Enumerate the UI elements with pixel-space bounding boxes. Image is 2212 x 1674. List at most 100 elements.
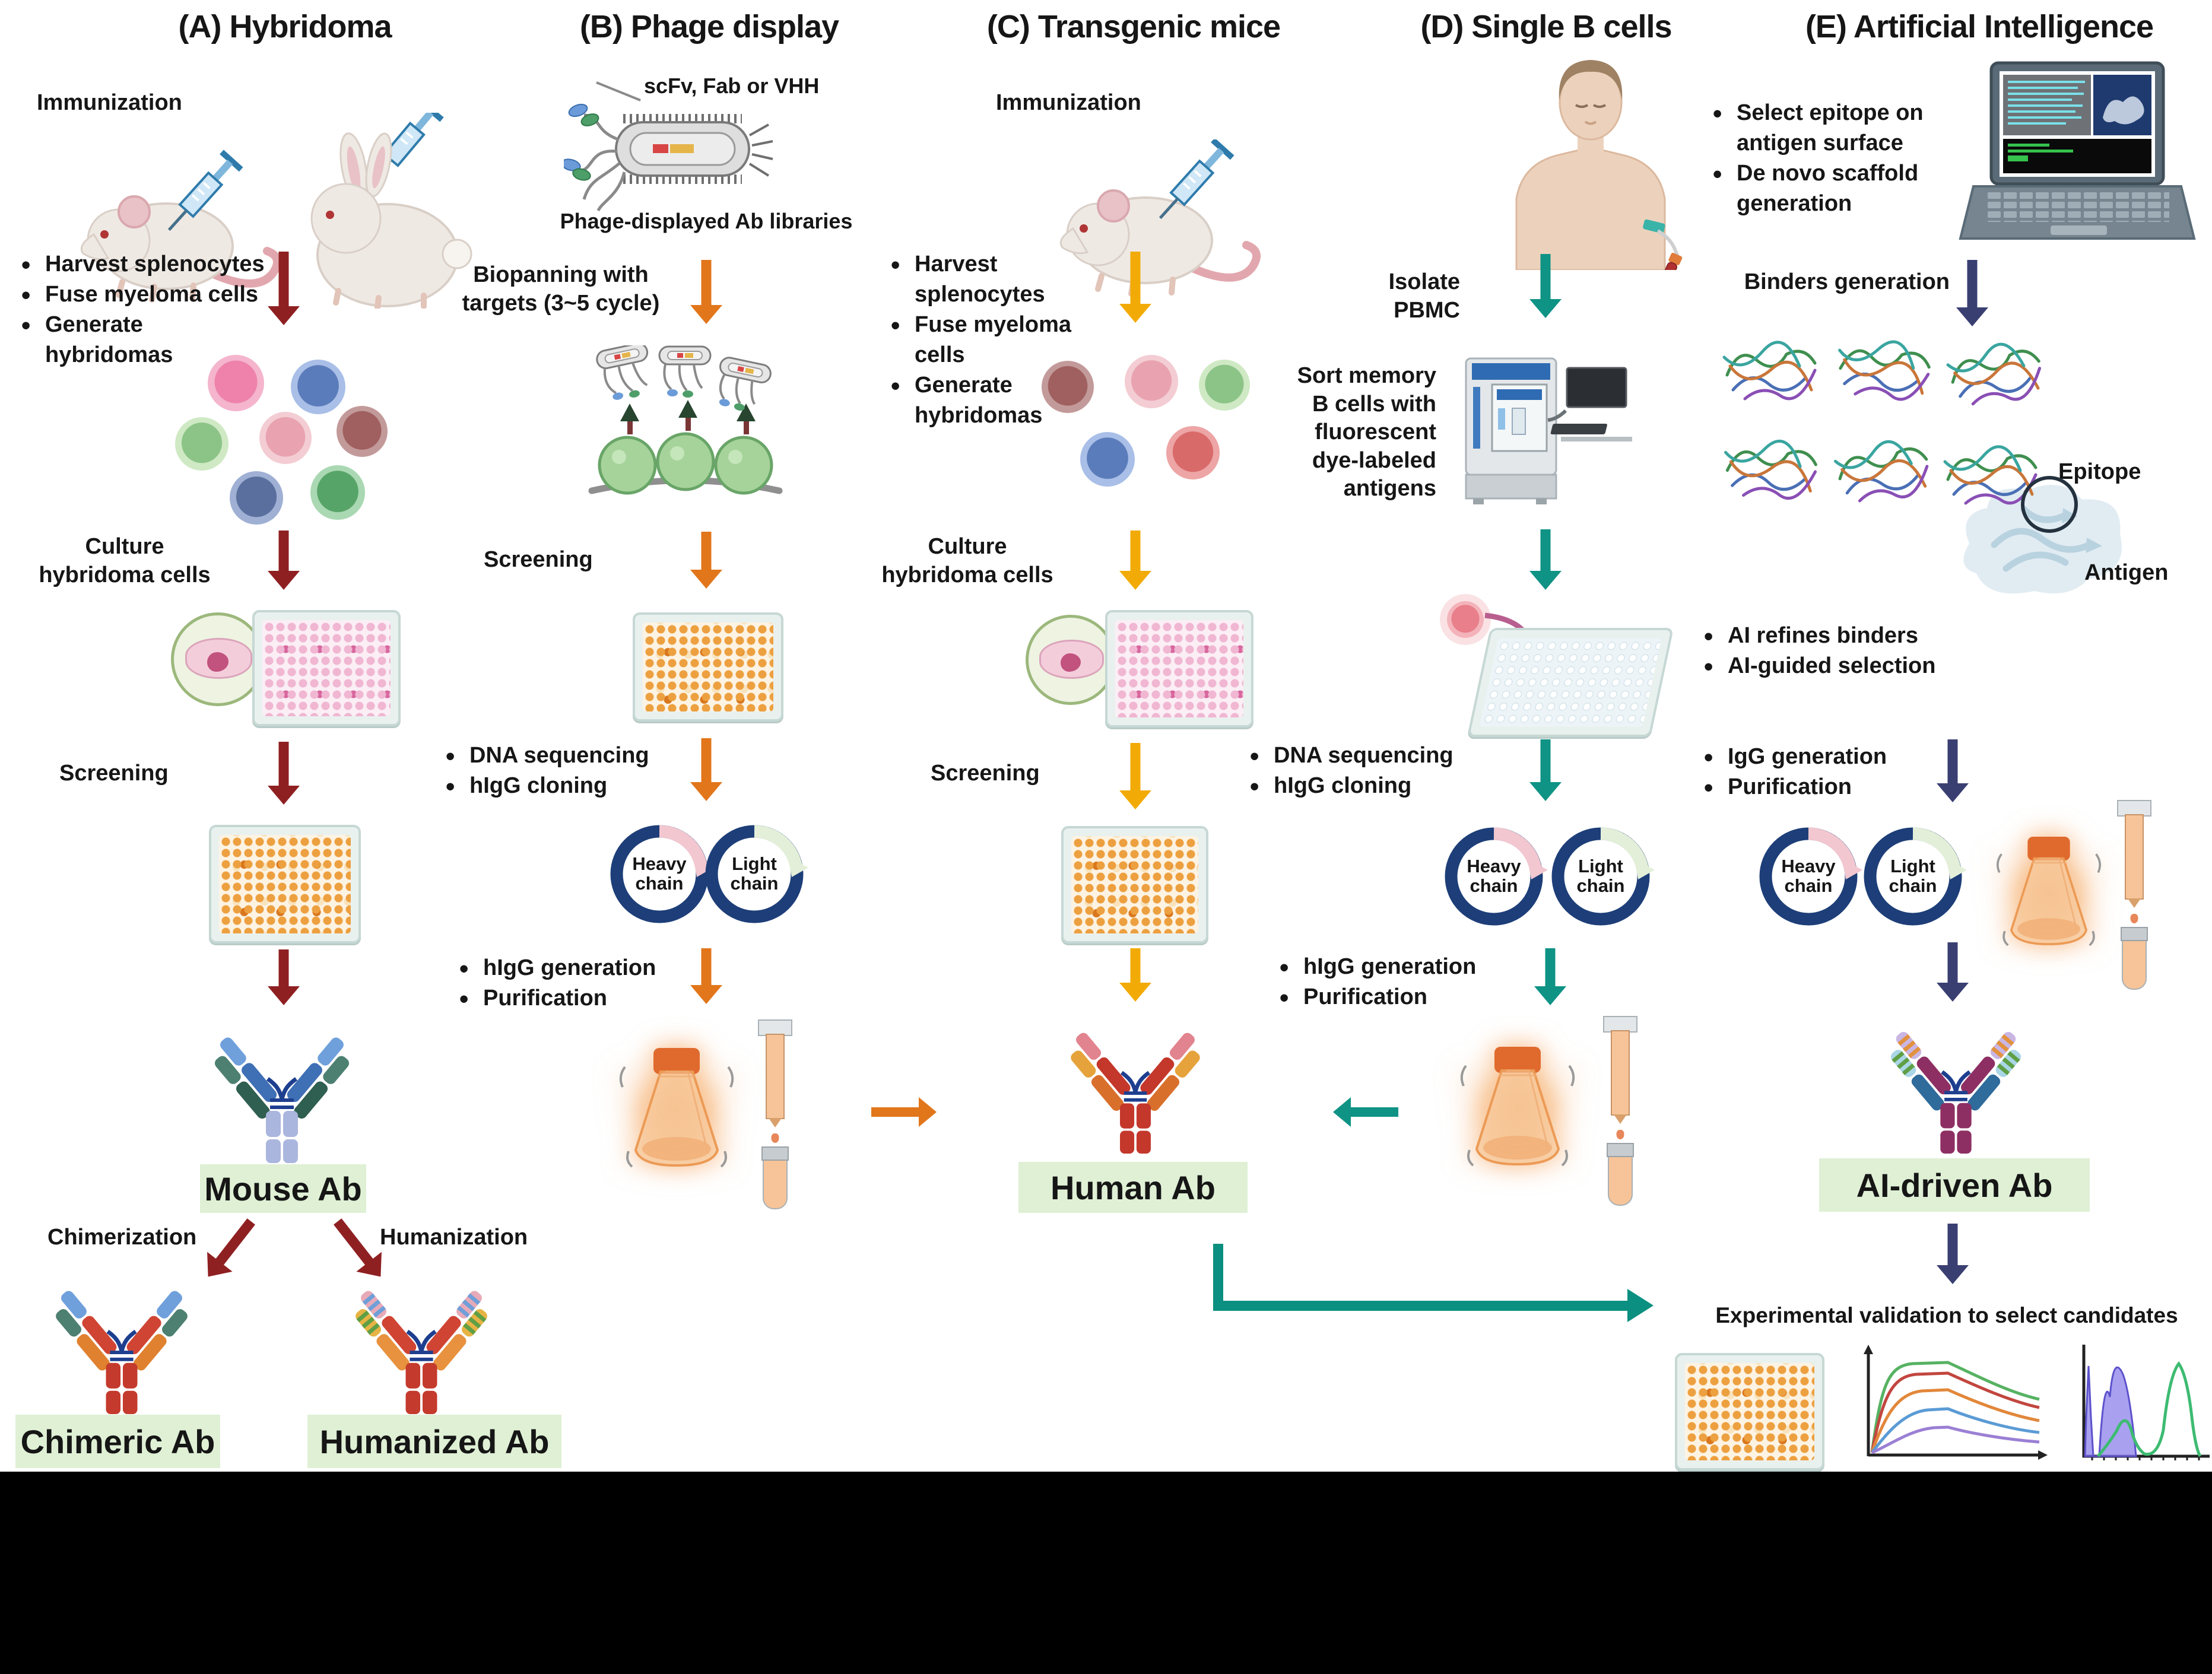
protein-binder-icon [1722,341,1817,401]
list-item: DNA sequencing [442,739,721,774]
list-item: Purification [456,982,717,1017]
phage-icon [564,103,773,212]
sequencing-steps-list-b: DNA sequencing hIgG cloning [442,739,721,804]
antigen-label: Antigen [2084,560,2169,585]
elisa-plate-icon [1675,1353,1824,1470]
down-arrow-icon [1534,948,1567,1005]
single-b-cell-icon [1447,601,1484,638]
down-arrow-icon [267,742,300,805]
down-arrow-icon [267,531,300,590]
culture-label-a: Culture hybridoma cells [39,534,211,587]
list-item: hIgG generation [1276,951,1513,985]
cell-sorter-icon [1465,357,1632,504]
epitope-circle-icon [2021,476,2078,533]
down-arrow-icon [1119,743,1152,809]
isolate-pbmc-label: Isolate PBMC [1388,269,1460,323]
well-plate-icon [209,825,361,944]
down-arrow-icon [267,252,300,325]
protein-binder-icon [1946,342,2042,406]
down-arrow-icon [1936,739,1969,802]
list-item: AI refines binders [1700,620,1962,654]
mouse-ab-box: Mouse Ab [200,1164,366,1213]
well-plate-icon [252,610,401,726]
protein-binder-icon [1724,439,1817,500]
light-chain-label: Light chain [1889,856,1937,896]
light-chain-label: Light chain [1576,856,1625,896]
purification-column-icon [753,1019,798,1209]
phage-library-label: Phage-displayed Ab libraries [560,209,853,233]
flow-histogram-icon [2082,1345,2210,1460]
list-item: Fuse myeloma cells [18,278,273,313]
down-arrow-icon [690,260,723,324]
list-item: Purification [1700,771,1944,805]
heavy-chain-label: Heavy chain [1781,856,1836,896]
ai-driven-ab-box: AI-driven Ab [1819,1158,2090,1212]
binders-generation-label: Binders generation [1744,269,1950,294]
humanized-ab-box: Humanized Ab [307,1415,561,1468]
down-arrow-icon [1936,942,1969,1002]
chimeric-antibody-icon [56,1291,188,1414]
heavy-chain-plasmid-icon: Heavy chain [1752,820,1865,933]
header-transgenic-mice: (C) Transgenic mice [986,9,1281,45]
down-arrow-icon [690,738,723,801]
petri-dish-icon [171,612,265,706]
cell-cluster-icon [175,355,388,527]
single-cell-sorting-icon [1436,596,1674,742]
sort-b-cells-label: Sort memory B cells with fluorescent dye… [1297,363,1436,501]
heavy-chain-label: Heavy chain [1467,856,1521,896]
biopanning-label: Biopanning with targets (3~5 cycle) [462,262,660,316]
list-item: Generate hybridomas [887,369,1125,431]
protein-binder-icon [1838,340,1931,401]
list-item: hIgG generation [456,952,717,986]
down-arrow-icon [1936,1224,1969,1284]
petri-dish-icon [1026,615,1116,705]
well-plate-icon [1105,610,1253,728]
list-item: IgG generation [1700,741,1944,775]
humanized-antibody-icon [356,1291,487,1414]
mouse-antibody-icon [214,1037,350,1163]
right-arrowhead-icon [1627,1289,1654,1322]
epitope-label: Epitope [2058,459,2141,484]
list-item: AI-guided selection [1700,650,1962,684]
heavy-chain-plasmid-icon: Heavy chain [1437,820,1550,933]
list-item: Harvest splenocytes [887,248,1125,310]
shaker-flask-icon [1994,836,2103,949]
right-arrow-icon [871,1097,937,1127]
laptop-icon [1959,61,2196,240]
list-item: DNA sequencing [1246,739,1502,774]
header-single-b-cells: (D) Single B cells [1420,9,1672,45]
human-ab-label: Human Ab [1051,1168,1216,1206]
down-arrow-icon [1529,254,1562,318]
list-item: Fuse myeloma cells [887,309,1125,370]
list-item: Purification [1276,981,1513,1015]
well-plate-icon [1061,826,1208,944]
down-arrow-icon [1119,948,1152,1002]
list-item: Harvest splenocytes [18,248,273,282]
chimerization-label: Chimerization [47,1225,197,1250]
list-item: hIgG cloning [1246,770,1502,804]
hybridoma-steps-list-a: Harvest splenocytes Fuse myeloma cells G… [18,248,273,370]
down-arrow-icon [1119,252,1152,323]
immunization-label-c: Immunization [996,90,1141,115]
connector-line [1213,1301,1629,1311]
light-chain-plasmid-icon: Light chain [698,818,811,930]
cell-cluster-icon [1030,355,1250,527]
down-arrow-icon [690,532,723,589]
down-arrow-icon [1529,529,1562,590]
screening-label-c: Screening [931,761,1040,786]
humanized-ab-label: Humanized Ab [319,1422,550,1460]
purification-column-icon [1598,1016,1643,1206]
generation-steps-list-d: hIgG generation Purification [1276,951,1513,1015]
list-item: Select epitope on antigen surface [1709,97,1959,158]
left-arrow-icon [1333,1097,1398,1127]
down-arrow-icon [1529,739,1562,801]
list-item: De novo scaffold generation [1709,157,1959,219]
down-arrow-icon [267,949,300,1005]
purification-column-icon [2112,800,2157,990]
chimeric-ab-label: Chimeric Ab [20,1422,215,1460]
humanization-label: Humanization [380,1225,528,1250]
connector-line [1213,1244,1223,1311]
list-item: hIgG cloning [442,770,721,804]
header-artificial-intelligence: (E) Artificial Intelligence [1805,9,2154,45]
chimeric-ab-box: Chimeric Ab [15,1415,220,1468]
